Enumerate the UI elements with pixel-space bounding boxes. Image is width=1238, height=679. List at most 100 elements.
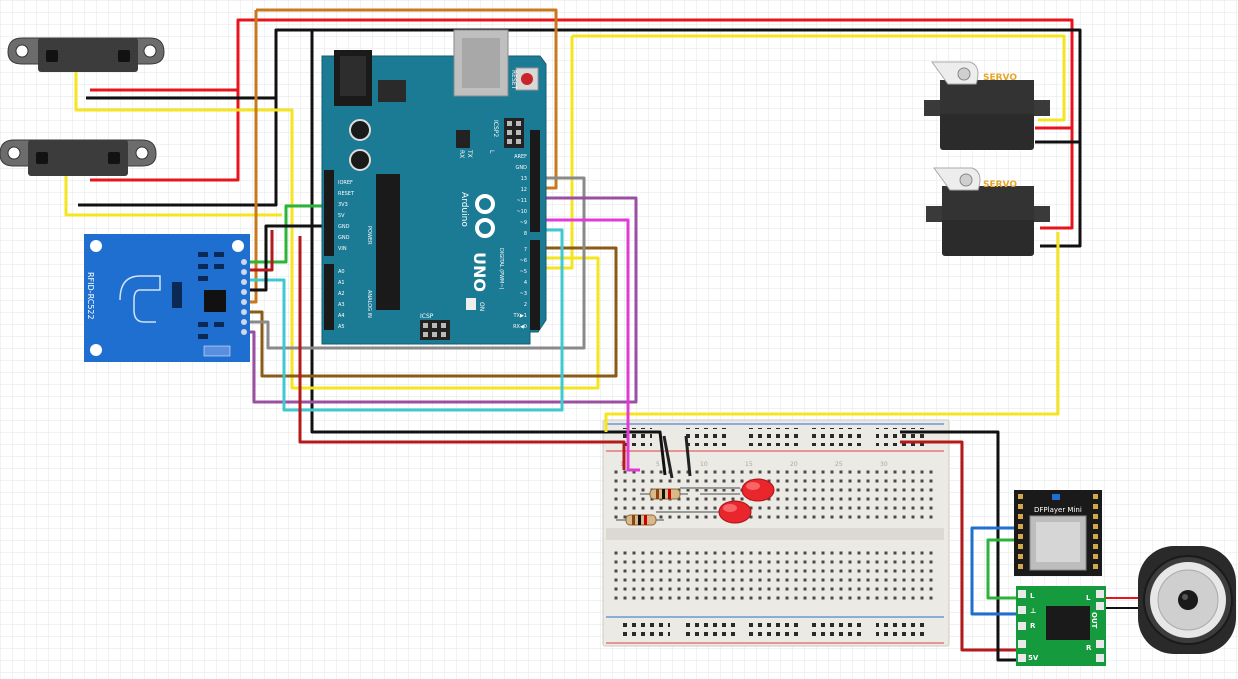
digital-header-bottom [530, 240, 540, 330]
led-1 [700, 478, 775, 502]
wire-gray [248, 176, 586, 350]
wire-red-servo-2 [1040, 128, 1074, 230]
bottom-rail-holes [620, 621, 926, 639]
digital-pin-label: 7 [524, 247, 527, 253]
bb-col-num: 30 [880, 461, 888, 468]
wire-black-rfid [248, 224, 330, 292]
icsp2-label: ICSP2 [492, 120, 499, 137]
wire-yellow-sensor-1 [74, 70, 600, 390]
bb-col-num: 25 [835, 461, 843, 468]
power-label: POWER [366, 226, 372, 245]
analog-pin-label: A0 [338, 269, 345, 275]
ir-sensor-1 [7, 37, 165, 72]
wire-yellow-d [540, 36, 574, 270]
wire-red-sensor-2 [90, 90, 240, 182]
terminal-holes-bottom [612, 546, 936, 600]
analog-label: ANALOG IN [366, 290, 372, 318]
wire-orange-rfid [248, 10, 258, 304]
power-pin-label: GND [338, 224, 350, 230]
analog-pin-label: A5 [338, 324, 345, 330]
digital-pin-label: GND [516, 165, 528, 171]
wire-red-sensor-1 [90, 18, 1074, 130]
antenna-coil [119, 275, 161, 323]
analog-pin-label: A2 [338, 291, 345, 297]
resistor-2 [616, 514, 664, 526]
digital-pin-label: 12 [521, 187, 527, 193]
analog-pin-label: A1 [338, 280, 345, 286]
digital-pin-label: ~10 [516, 209, 527, 215]
led-2 [674, 500, 752, 524]
top-rail-holes [620, 428, 926, 446]
wire-yellow-servo [572, 34, 1066, 122]
wire-darkred-5v [298, 236, 626, 470]
wire-black-servo-2 [1040, 142, 1082, 248]
resistor-1 [640, 488, 688, 500]
servo-2: SERVO [926, 167, 1050, 256]
servo-1: SERVO [924, 61, 1050, 150]
bb-col-num: 10 [700, 461, 708, 468]
wire-black-sensor-1 [86, 28, 1082, 144]
digital-pin-label: AREF [514, 154, 527, 160]
amp-label-r: R [1030, 622, 1036, 630]
arduino-brand-text: Arduino [459, 192, 469, 227]
icsp-header [420, 320, 450, 340]
arduino-model-text: UNO [470, 252, 489, 292]
power-pin-label: 3V3 [338, 202, 348, 208]
center-trench [606, 528, 944, 540]
digital-label: DIGITAL (PWM~) [498, 248, 504, 290]
digital-pin-label: ~5 [520, 269, 527, 275]
wire-darkred-amp [900, 440, 1018, 652]
power-pin-label: RESET [338, 191, 355, 197]
l-label: L [488, 150, 495, 154]
dfplayer-label: DFPlayer Mini [1034, 506, 1082, 514]
wire-black-gnd [310, 30, 667, 476]
wire-yellow-servo-2 [604, 232, 1060, 432]
digital-header-top [530, 130, 540, 232]
amp-label-l: L [1030, 592, 1035, 600]
amp-out-label: OUT [1090, 612, 1098, 629]
amp-out-r: R [1086, 644, 1092, 652]
digital-pin-label: ~6 [520, 258, 527, 264]
analog-header [324, 264, 334, 330]
ir-sensor-2 [0, 139, 157, 176]
icsp2-header [504, 118, 524, 148]
rfid-label: RFID-RC522 [86, 272, 95, 320]
bb-col-num: 5 [656, 461, 660, 468]
dfplayer-mini: DFPlayer Mini [1014, 490, 1102, 576]
wire-bb-jumper-1 [662, 435, 674, 479]
analog-pin-label: A3 [338, 302, 345, 308]
wire-brown [248, 246, 618, 378]
amp-label-5v: 5V [1028, 654, 1039, 662]
wire-green-dfp [986, 538, 1020, 600]
rfid-module: RFID-RC522 [84, 234, 250, 362]
wire-purple [248, 196, 638, 404]
digital-pin-label: ~3 [520, 291, 527, 297]
digital-pin-label: ~9 [520, 220, 527, 226]
servo-label: SERVO [983, 73, 1017, 83]
breadboard: 1 5 10 15 20 25 30 [602, 419, 950, 647]
power-pin-label: IOREF [338, 180, 353, 186]
wire-cyan [248, 228, 564, 412]
wire-yellow-sensor-2 [64, 170, 282, 217]
digital-pin-label: RX◀0 [513, 324, 527, 330]
digital-pin-label: 8 [524, 231, 527, 237]
power-pin-label: VIN [338, 246, 347, 252]
speaker [1138, 546, 1236, 654]
servo-label: SERVO [983, 180, 1017, 190]
digital-pin-label: TX▶1 [512, 313, 527, 319]
capacitor [349, 149, 371, 171]
icsp-label: ICSP [420, 313, 434, 320]
arduino-logo [475, 194, 495, 238]
wire-bb-jumper-2 [684, 435, 692, 477]
wire-black-amp [900, 430, 1018, 662]
amp-label-gnd: ⊥ [1030, 607, 1036, 615]
wire-blue-dfp [970, 526, 1020, 616]
analog-pin-label: A4 [338, 313, 345, 319]
tx-label: TX [466, 149, 473, 158]
wires [64, 8, 1142, 662]
atmega-chip [376, 174, 400, 310]
digital-pin-label: 2 [524, 302, 527, 308]
bb-col-num: 20 [790, 461, 798, 468]
power-header [324, 170, 334, 256]
rx-label: RX [458, 150, 465, 158]
